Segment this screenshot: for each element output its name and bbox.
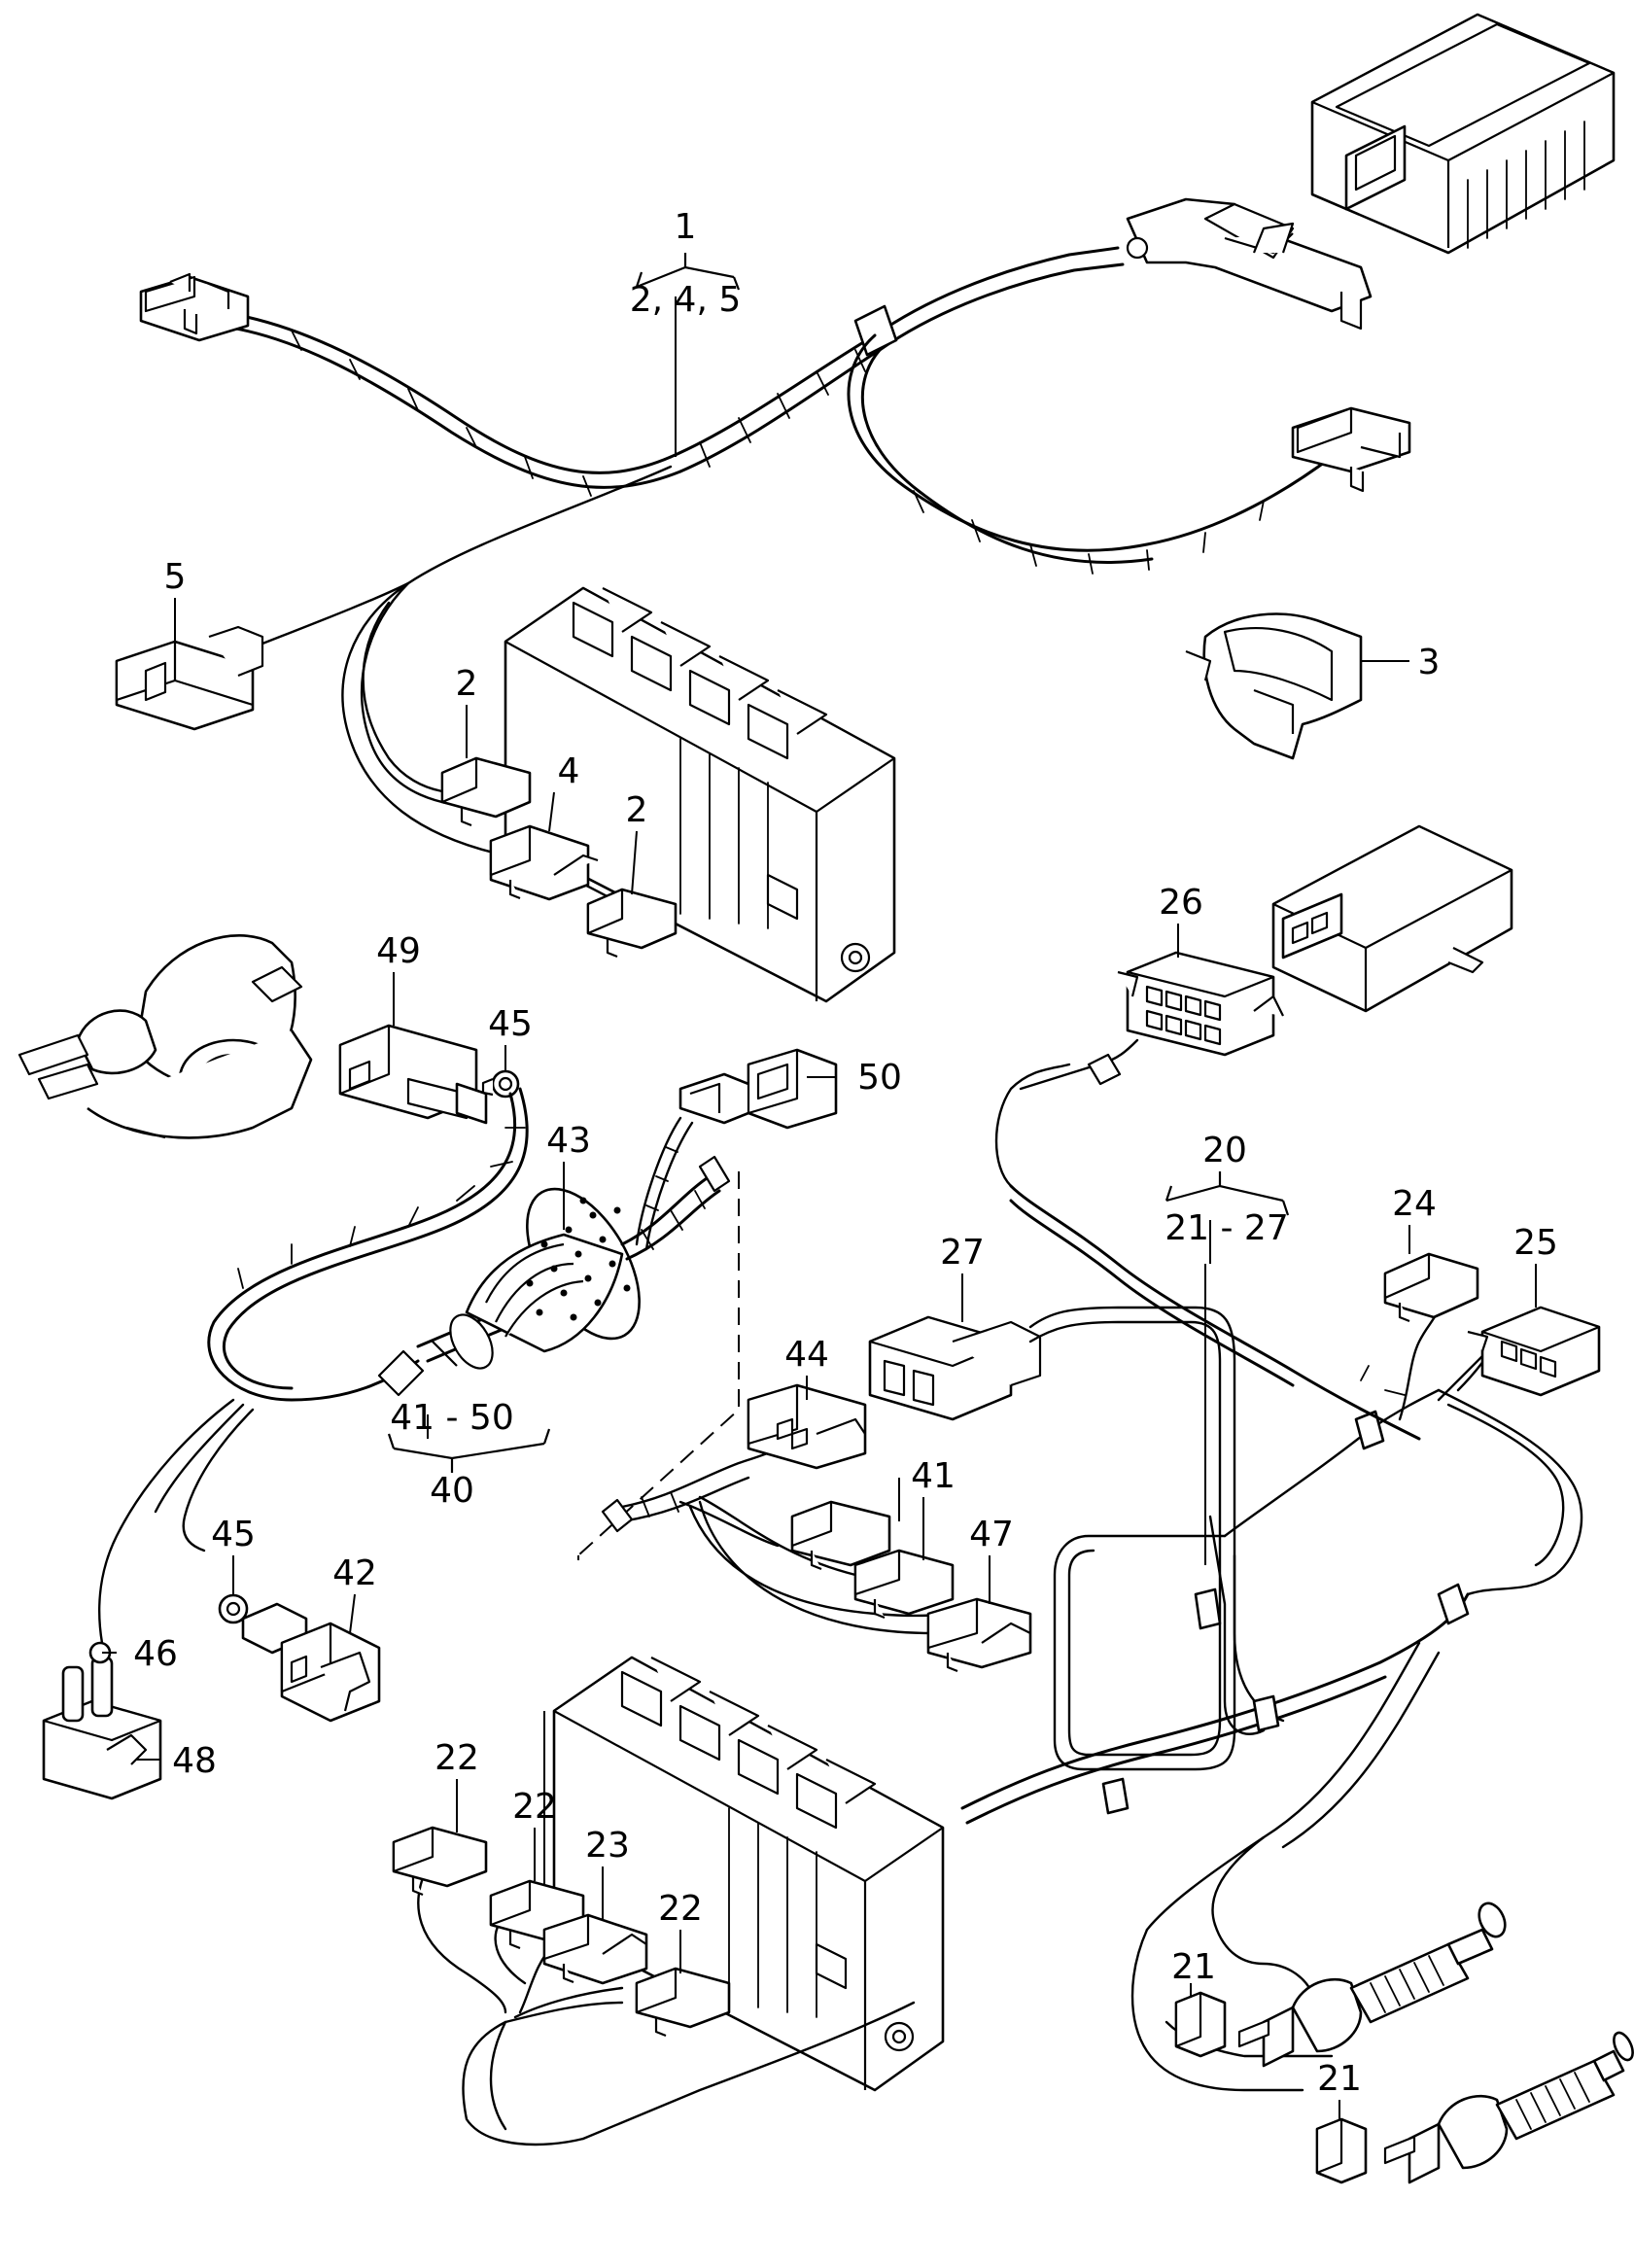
connector-41b (853, 1549, 955, 1620)
vacuum-unit (17, 934, 313, 1139)
grommet-43-dots (526, 1197, 631, 1321)
switch-21-upper (1237, 1902, 1507, 2068)
label-5: 5 (164, 557, 187, 597)
connector-24 (1383, 1252, 1479, 1323)
label-22b: 22 (512, 1787, 557, 1827)
module-26 (1271, 824, 1513, 1013)
label-43: 43 (546, 1121, 591, 1161)
label-23: 23 (585, 1826, 630, 1866)
label-21a: 21 (1171, 1947, 1216, 1987)
connector-4 (489, 824, 599, 901)
relay-module-upper (504, 586, 896, 1003)
harness-lower-left (417, 1865, 916, 2146)
label-40: 40 (430, 1471, 474, 1511)
callout-labels: 1 2, 4, 5 2 4 2 3 5 49 45 50 43 41 - 50 … (133, 207, 1558, 2099)
connector-26 (1117, 951, 1284, 1057)
connector-21a (1174, 1991, 1227, 2058)
group-40-outline (577, 1171, 740, 1560)
harness-40 (207, 1087, 731, 1402)
leader-lines (102, 297, 1537, 2119)
connector-44 (747, 1383, 867, 1470)
label-49: 49 (376, 931, 421, 971)
label-46: 46 (133, 1634, 178, 1674)
connector-23 (542, 1913, 648, 1985)
connector-48 (42, 1641, 162, 1800)
label-21b: 21 (1317, 2059, 1362, 2099)
connector-right-loop (1291, 406, 1411, 493)
label-40-sub: 41 - 50 (390, 1398, 514, 1438)
switch-21-lower (1383, 2031, 1634, 2184)
braces (387, 253, 1290, 1473)
label-1-sub: 2, 4, 5 (630, 280, 742, 320)
connector-42 (218, 1593, 381, 1723)
label-47: 47 (969, 1515, 1014, 1554)
clip-3 (1185, 612, 1363, 760)
connector-upper-left (139, 272, 250, 342)
label-20-sub: 21 - 27 (1165, 1208, 1289, 1248)
connector-upper-right (1126, 197, 1373, 331)
connector-2b (586, 888, 678, 959)
label-26: 26 (1159, 883, 1203, 923)
connector-21b (1315, 2117, 1368, 2184)
harness-1 (212, 246, 1334, 906)
connector-2a (440, 756, 532, 827)
connector-27 (868, 1315, 1042, 1421)
grommet-45-upper (481, 1069, 520, 1099)
label-25: 25 (1513, 1223, 1558, 1263)
label-42: 42 (332, 1553, 377, 1593)
control-unit-top (1310, 13, 1616, 255)
label-3: 3 (1418, 643, 1441, 682)
label-22c: 22 (658, 1889, 703, 1929)
label-4: 4 (558, 751, 580, 791)
label-20: 20 (1202, 1131, 1247, 1170)
connector-5 (115, 625, 264, 731)
label-41: 41 (911, 1456, 956, 1496)
connector-22c (635, 1967, 731, 2038)
label-45-lower: 45 (211, 1515, 256, 1554)
connector-22a (392, 1826, 488, 1897)
relay-module-lower (552, 1656, 945, 2092)
connector-41a (790, 1500, 891, 1571)
label-24: 24 (1392, 1184, 1437, 1224)
label-1: 1 (675, 207, 697, 247)
label-45-upper: 45 (488, 1004, 533, 1044)
connector-47 (926, 1597, 1032, 1673)
label-22a: 22 (435, 1738, 479, 1778)
label-27: 27 (940, 1233, 985, 1273)
label-44: 44 (784, 1335, 829, 1375)
connector-49 (338, 1024, 488, 1125)
connector-50 (678, 1048, 838, 1130)
label-50: 50 (857, 1058, 902, 1098)
connector-25 (1467, 1306, 1601, 1397)
harness-20 (960, 1038, 1583, 2092)
label-2b: 2 (626, 790, 648, 830)
label-2a: 2 (456, 664, 478, 704)
label-48: 48 (172, 1741, 217, 1781)
